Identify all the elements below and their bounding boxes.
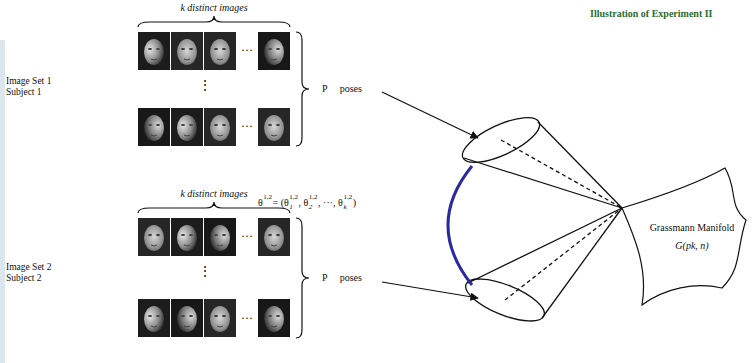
side-brace: [296, 32, 309, 146]
formula-sup: 1,2: [289, 193, 298, 201]
formula-sub: 1: [289, 203, 293, 211]
pose-label: P poses: [322, 272, 362, 284]
count-label: k distinct images: [180, 2, 247, 14]
angle-arc: [448, 166, 472, 285]
formula-base: = (θ: [273, 197, 289, 209]
side-brace: [296, 218, 309, 338]
face-image: [258, 218, 290, 256]
count-label: k distinct images: [180, 188, 247, 200]
face-image: [204, 299, 236, 337]
face-image: [138, 299, 170, 337]
face-image: [138, 218, 170, 256]
face-image: [138, 108, 170, 146]
face-image: [258, 299, 290, 337]
ellipsis: ···: [241, 312, 253, 326]
formula-sup: 1,2: [309, 193, 318, 201]
formula-base: ): [353, 197, 356, 209]
face-image: [138, 32, 170, 70]
subspace-cone: [460, 208, 622, 330]
face-image: [171, 299, 203, 337]
face-image: [204, 108, 236, 146]
set-label: Image Set 2 Subject 2: [6, 262, 64, 284]
formula-sub: 2: [309, 203, 313, 211]
formula-base: , ···, θ: [318, 197, 343, 209]
side-strip: [0, 40, 5, 363]
formula-sup: 1,2: [343, 193, 352, 201]
formula-sub: k: [343, 203, 346, 211]
subspace-cone: [457, 109, 622, 208]
manifold-outline: [622, 168, 746, 305]
manifold-outline: [610, 160, 750, 310]
face-image: [204, 32, 236, 70]
face-image: [258, 32, 290, 70]
ellipsis: ⋮: [198, 78, 212, 94]
formula-base: θ: [258, 197, 263, 209]
region-name: Grassmann Manifold: [650, 222, 735, 234]
face-image: [171, 108, 203, 146]
face-image: [258, 108, 290, 146]
pose-label: P poses: [322, 83, 362, 95]
top-brace: [138, 202, 290, 213]
manifold-region: Grassmann ManifoldG(pk, n): [610, 160, 750, 310]
region-formula: G(pk, n): [675, 240, 708, 252]
face-image: [171, 218, 203, 256]
top-brace: [138, 16, 290, 27]
mapping-arrow: [382, 282, 478, 298]
ellipsis: ⋮: [198, 264, 212, 280]
formula-base: , θ: [299, 197, 309, 209]
face-image: [204, 218, 236, 256]
ellipsis: ···: [241, 44, 253, 58]
ellipsis: ···: [241, 230, 253, 244]
ellipsis: ···: [241, 120, 253, 134]
mapping-arrow: [382, 92, 478, 138]
face-image: [171, 32, 203, 70]
figure-title: Illustration of Experiment II: [590, 8, 713, 20]
formula-sup: 1,2: [263, 193, 272, 201]
set-label: Image Set 1 Subject 1: [6, 76, 64, 98]
